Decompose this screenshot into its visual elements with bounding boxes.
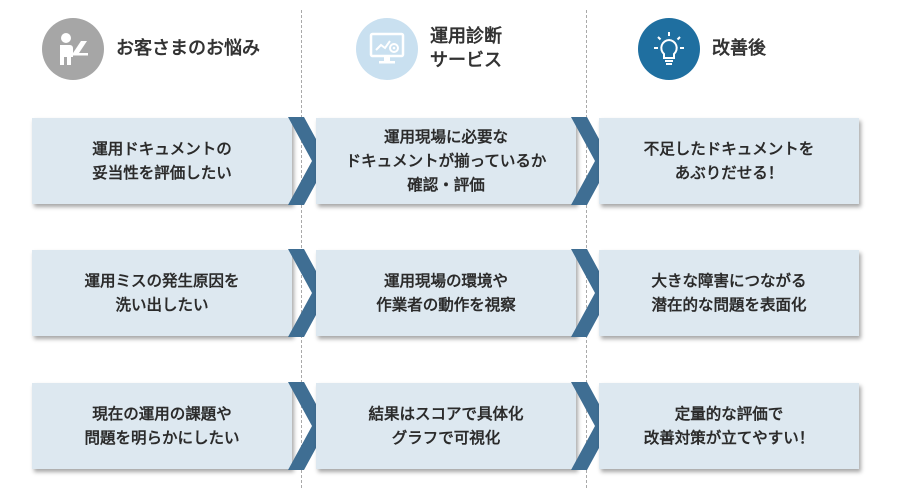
column-header-service: 運用診断 サービス (356, 14, 502, 84)
column-title-improvement: 改善後 (712, 38, 766, 59)
concern-card-3: 現在の運用の課題や 問題を明らかにしたい (32, 383, 292, 469)
service-card-2: 運用現場の環境や 作業者の動作を視察 (316, 250, 576, 336)
service-card-1: 運用現場に必要な ドキュメントが揃っているか 確認・評価 (316, 118, 576, 204)
column-header-improvement: 改善後 (638, 14, 766, 84)
column-title-concerns: お客さまのお悩み (116, 38, 260, 59)
concern-card-2: 運用ミスの発生原因を 洗い出したい (32, 250, 292, 336)
concern-card-1: 運用ドキュメントの 妥当性を評価したい (32, 118, 292, 204)
lightbulb-icon (638, 18, 700, 80)
improvement-card-1: 不足したドキュメントを あぶりだせる！ (599, 118, 859, 204)
improvement-card-3: 定量的な評価で 改善対策が立てやすい！ (599, 383, 859, 469)
column-header-concerns: お客さまのお悩み (42, 14, 260, 84)
improvement-card-2: 大きな障害につながる 潜在的な問題を表面化 (599, 250, 859, 336)
person-at-laptop-icon (42, 18, 104, 80)
monitor-settings-icon (356, 18, 418, 80)
service-card-3: 結果はスコアで具体化 グラフで可視化 (316, 383, 576, 469)
column-title-service: 運用診断 サービス (430, 26, 502, 71)
